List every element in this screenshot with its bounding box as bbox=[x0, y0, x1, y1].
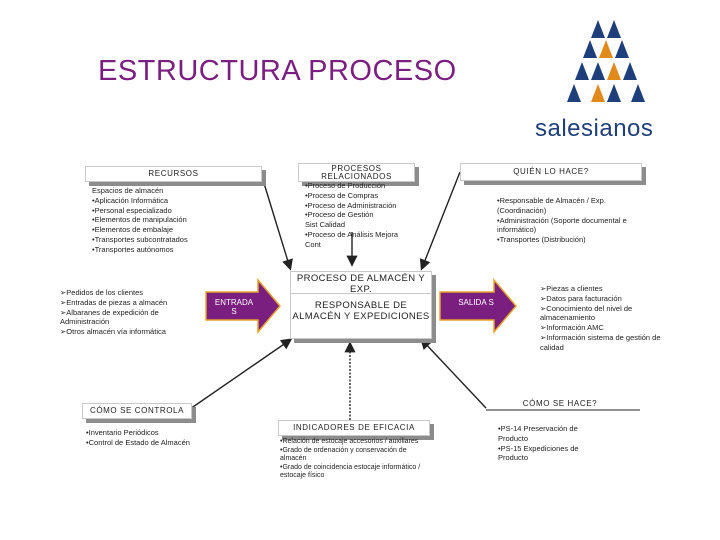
list-item: Cont bbox=[305, 239, 321, 249]
list-item: •Transportes autónomos bbox=[92, 244, 174, 254]
list-item: •Proceso de Administración bbox=[305, 200, 397, 210]
list-item: •Inventario Periódicos bbox=[86, 428, 159, 437]
hace-header: CÓMO SE HACE? bbox=[522, 399, 598, 408]
recursos-list: Espacios de almacén •Aplicación Informát… bbox=[92, 186, 202, 255]
list-item: ➢Otros almacén vía informática bbox=[60, 327, 166, 337]
list-item: Sist Calidad bbox=[305, 220, 346, 230]
procesos-list: •Proceso de Producción •Proceso de Compr… bbox=[305, 181, 420, 250]
list-item: •Aplicación Informática bbox=[92, 195, 168, 205]
controla-list: •Inventario Periódicos •Control de Estad… bbox=[86, 428, 226, 448]
salida-arrow bbox=[439, 277, 517, 335]
entrada-label: ENTRADA S bbox=[214, 298, 254, 316]
page-title: ESTRUCTURA PROCESO bbox=[98, 55, 457, 87]
list-item: •Elementos de embalaje bbox=[92, 225, 174, 235]
list-item: •Proceso de Compras bbox=[305, 190, 379, 200]
procesos-header: PROCESOS RELACIONADOS bbox=[298, 163, 415, 182]
controla-connector bbox=[189, 338, 293, 410]
list-item: •Personal especializado bbox=[92, 205, 172, 215]
list-item: •Relación de estocaje accesorios / auxil… bbox=[280, 438, 419, 445]
process-owner-box: RESPONSABLE DE ALMACÉN Y EXPEDICIONES bbox=[290, 293, 432, 339]
entradas-list: ➢Pedidos de los clientes ➢Entradas de pi… bbox=[60, 288, 190, 337]
list-item: •Grado de coincidencia estocaje informát… bbox=[280, 463, 421, 480]
list-item: •Transportes (Distribución) bbox=[497, 235, 586, 245]
list-item: •Control de Estado de Almacén bbox=[86, 437, 190, 447]
recursos-header: RECURSOS bbox=[85, 166, 262, 182]
list-item: ➢Albaranes de expedición de Administraci… bbox=[60, 307, 159, 327]
process-title-box: PROCESO DE ALMACÉN Y EXP. bbox=[290, 271, 432, 296]
hace-list: •PS-14 Preservación de Producto •PS-15 E… bbox=[498, 424, 593, 463]
quien-list: •Responsable de Almacén / Exp. (Coordina… bbox=[497, 196, 632, 245]
quien-connector bbox=[419, 171, 461, 271]
hace-connector bbox=[420, 337, 487, 409]
list-item: ➢Información AMC bbox=[540, 323, 604, 333]
list-item: •Proceso de Gestión bbox=[305, 210, 374, 220]
entrada-arrow bbox=[205, 277, 281, 335]
list-item: •Proceso de Análisis Mejora bbox=[305, 229, 399, 239]
logo-wordmark: salesianos bbox=[535, 115, 654, 142]
indicadores-header: INDICADORES DE EFICACIA bbox=[278, 420, 430, 436]
list-item: •Administración (Soporte documental e in… bbox=[497, 215, 627, 235]
list-item: ➢Información sistema de gestión de calid… bbox=[540, 332, 661, 352]
salidas-list: ➢Piezas a clientes ➢Datos para facturaci… bbox=[540, 284, 675, 353]
list-item: •Proceso de Producción bbox=[305, 181, 386, 190]
list-item: •PS-14 Preservación de Producto bbox=[498, 424, 578, 443]
quien-header: QUIÉN LO HACE? bbox=[460, 163, 642, 181]
list-item: ➢Datos para facturación bbox=[540, 293, 622, 303]
list-item: •Elementos de manipulación bbox=[92, 215, 187, 225]
logo-mark-icon bbox=[567, 20, 645, 102]
list-item: •PS-15 Expediciones de Producto bbox=[498, 443, 579, 463]
salesianos-logo: salesianos bbox=[535, 18, 670, 142]
salida-label: SALIDA S bbox=[458, 298, 494, 307]
recursos-connector bbox=[262, 179, 293, 271]
list-item: •Transportes subcontratados bbox=[92, 234, 188, 244]
list-item: •Grado de ordenación y conservación de a… bbox=[280, 446, 407, 463]
list-item: ➢Entradas de piezas a almacén bbox=[60, 297, 168, 307]
list-item: ➢Pedidos de los clientes bbox=[60, 288, 143, 297]
list-item: Espacios de almacén bbox=[92, 186, 164, 195]
list-item: •Responsable de Almacén / Exp. (Coordina… bbox=[497, 196, 606, 215]
controla-header: CÓMO SE CONTROLA bbox=[82, 403, 192, 419]
list-item: ➢Piezas a clientes bbox=[540, 284, 603, 293]
indicadores-list: •Relación de estocaje accesorios / auxil… bbox=[280, 438, 425, 481]
list-item: ➢Conocimiento del nivel de almacenamient… bbox=[540, 303, 633, 323]
